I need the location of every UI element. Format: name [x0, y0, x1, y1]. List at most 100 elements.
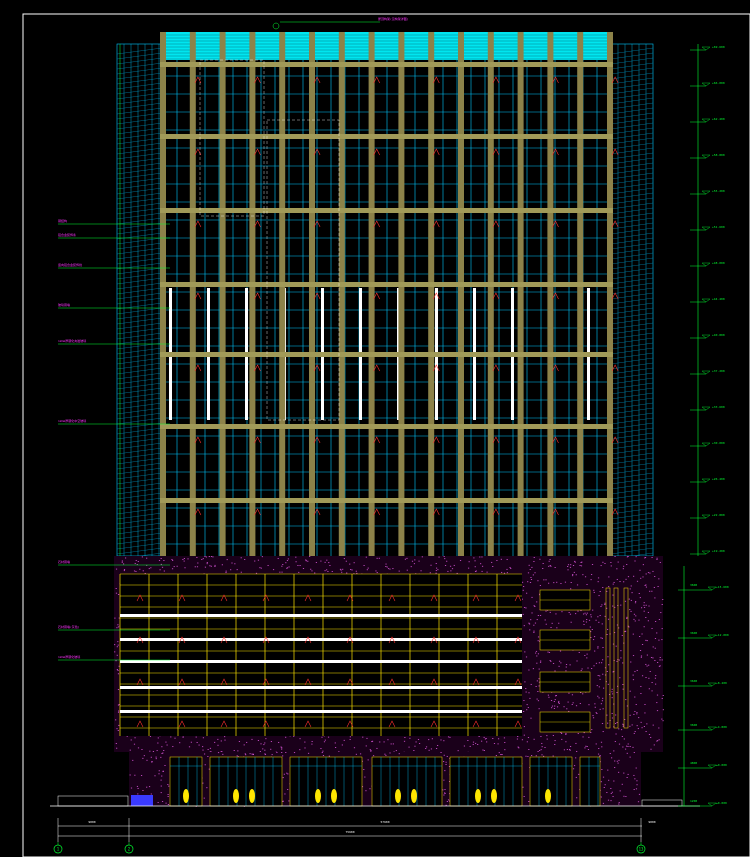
stone-fleck — [569, 566, 572, 568]
stone-fleck — [442, 789, 444, 791]
stone-fleck — [614, 556, 616, 557]
stone-fleck — [624, 719, 626, 720]
stone-fleck — [584, 612, 586, 614]
wing-hatch — [116, 427, 163, 435]
stone-fleck — [593, 665, 595, 667]
stone-fleck — [565, 666, 567, 668]
stone-fleck — [629, 690, 631, 692]
stone-fleck — [252, 753, 254, 755]
stone-fleck — [392, 743, 394, 745]
stone-fleck — [607, 769, 609, 771]
stone-fleck — [598, 621, 600, 623]
stone-fleck — [661, 697, 663, 699]
stone-fleck — [414, 559, 416, 561]
stone-fleck — [370, 751, 372, 753]
stone-fleck — [602, 561, 604, 563]
stone-fleck — [568, 748, 571, 750]
stone-fleck — [372, 755, 375, 757]
window-mark — [611, 508, 619, 516]
stone-fleck — [636, 725, 638, 727]
stone-fleck — [288, 800, 290, 802]
stone-fleck — [567, 701, 569, 703]
grid-axis-bubble-icon — [124, 844, 134, 854]
stone-fleck — [536, 601, 538, 603]
stone-fleck — [285, 752, 287, 753]
stone-fleck — [154, 775, 156, 777]
window-mark — [611, 148, 619, 156]
stone-fleck — [214, 566, 216, 567]
stone-fleck — [134, 737, 136, 739]
stone-fleck — [652, 657, 654, 659]
window-mark — [254, 364, 261, 372]
stone-fleck — [165, 741, 167, 743]
window-mark — [262, 636, 270, 644]
tower-column — [428, 32, 435, 556]
wing-hatch — [610, 197, 654, 205]
stone-fleck — [429, 572, 431, 574]
stone-fleck — [563, 749, 566, 751]
stone-fleck — [425, 748, 427, 749]
stone-fleck — [184, 567, 186, 569]
tower-column — [219, 32, 226, 556]
stone-fleck — [576, 660, 578, 662]
wing-hatch — [610, 287, 654, 295]
stone-fleck — [555, 695, 557, 697]
stone-fleck — [528, 801, 530, 802]
entry-lamp — [183, 789, 189, 803]
stone-fleck — [654, 621, 657, 622]
stone-fleck — [601, 769, 603, 770]
stone-fleck — [510, 568, 512, 569]
stone-fleck — [587, 749, 590, 750]
stone-fleck — [264, 749, 266, 751]
stone-fleck — [532, 668, 535, 670]
stone-fleck — [584, 576, 587, 578]
stone-fleck — [649, 671, 651, 672]
level-value: ±0.000 — [716, 763, 727, 767]
window-mark — [262, 720, 270, 728]
stone-fleck — [484, 738, 487, 740]
stone-fleck — [600, 781, 602, 783]
stone-fleck — [166, 744, 168, 746]
wing-hatch — [116, 77, 163, 85]
stone-fleck — [144, 572, 146, 574]
stone-fleck — [486, 741, 488, 743]
stone-fleck — [626, 564, 628, 565]
stone-fleck — [443, 556, 445, 557]
stone-fleck — [648, 605, 650, 607]
stone-fleck — [385, 754, 387, 756]
stone-fleck — [633, 752, 635, 753]
stone-fleck — [602, 647, 604, 648]
stone-fleck — [167, 784, 169, 786]
wing-hatch — [116, 52, 163, 60]
stone-fleck — [324, 570, 326, 572]
top-note: 屋顶构架(见构架详图) — [378, 16, 409, 21]
stone-fleck — [118, 704, 120, 706]
stone-fleck — [202, 749, 204, 751]
stone-fleck — [279, 571, 281, 573]
wing-hatch — [610, 182, 654, 190]
stone-fleck — [654, 677, 657, 679]
stone-fleck — [500, 754, 502, 755]
stone-fleck — [539, 584, 542, 586]
stone-fleck — [531, 596, 533, 598]
stone-fleck — [136, 564, 138, 565]
stone-fleck — [529, 629, 531, 631]
stone-fleck — [157, 802, 159, 803]
stone-fleck — [567, 564, 570, 566]
wing-hatch — [610, 162, 654, 170]
stone-fleck — [469, 745, 471, 747]
wing-hatch — [116, 207, 163, 215]
stone-fleck — [633, 774, 635, 776]
stone-fleck — [576, 797, 578, 799]
stone-fleck — [378, 557, 380, 559]
stone-fleck — [548, 565, 550, 567]
stone-fleck — [602, 708, 604, 710]
stone-fleck — [633, 732, 635, 734]
stone-fleck — [282, 564, 284, 565]
window-mark — [254, 76, 261, 84]
level-value: +30.000 — [712, 441, 725, 445]
wing-hatch — [610, 247, 654, 255]
stone-fleck — [638, 793, 641, 795]
sheet-border — [22, 13, 750, 857]
wing-hatch — [610, 362, 654, 370]
